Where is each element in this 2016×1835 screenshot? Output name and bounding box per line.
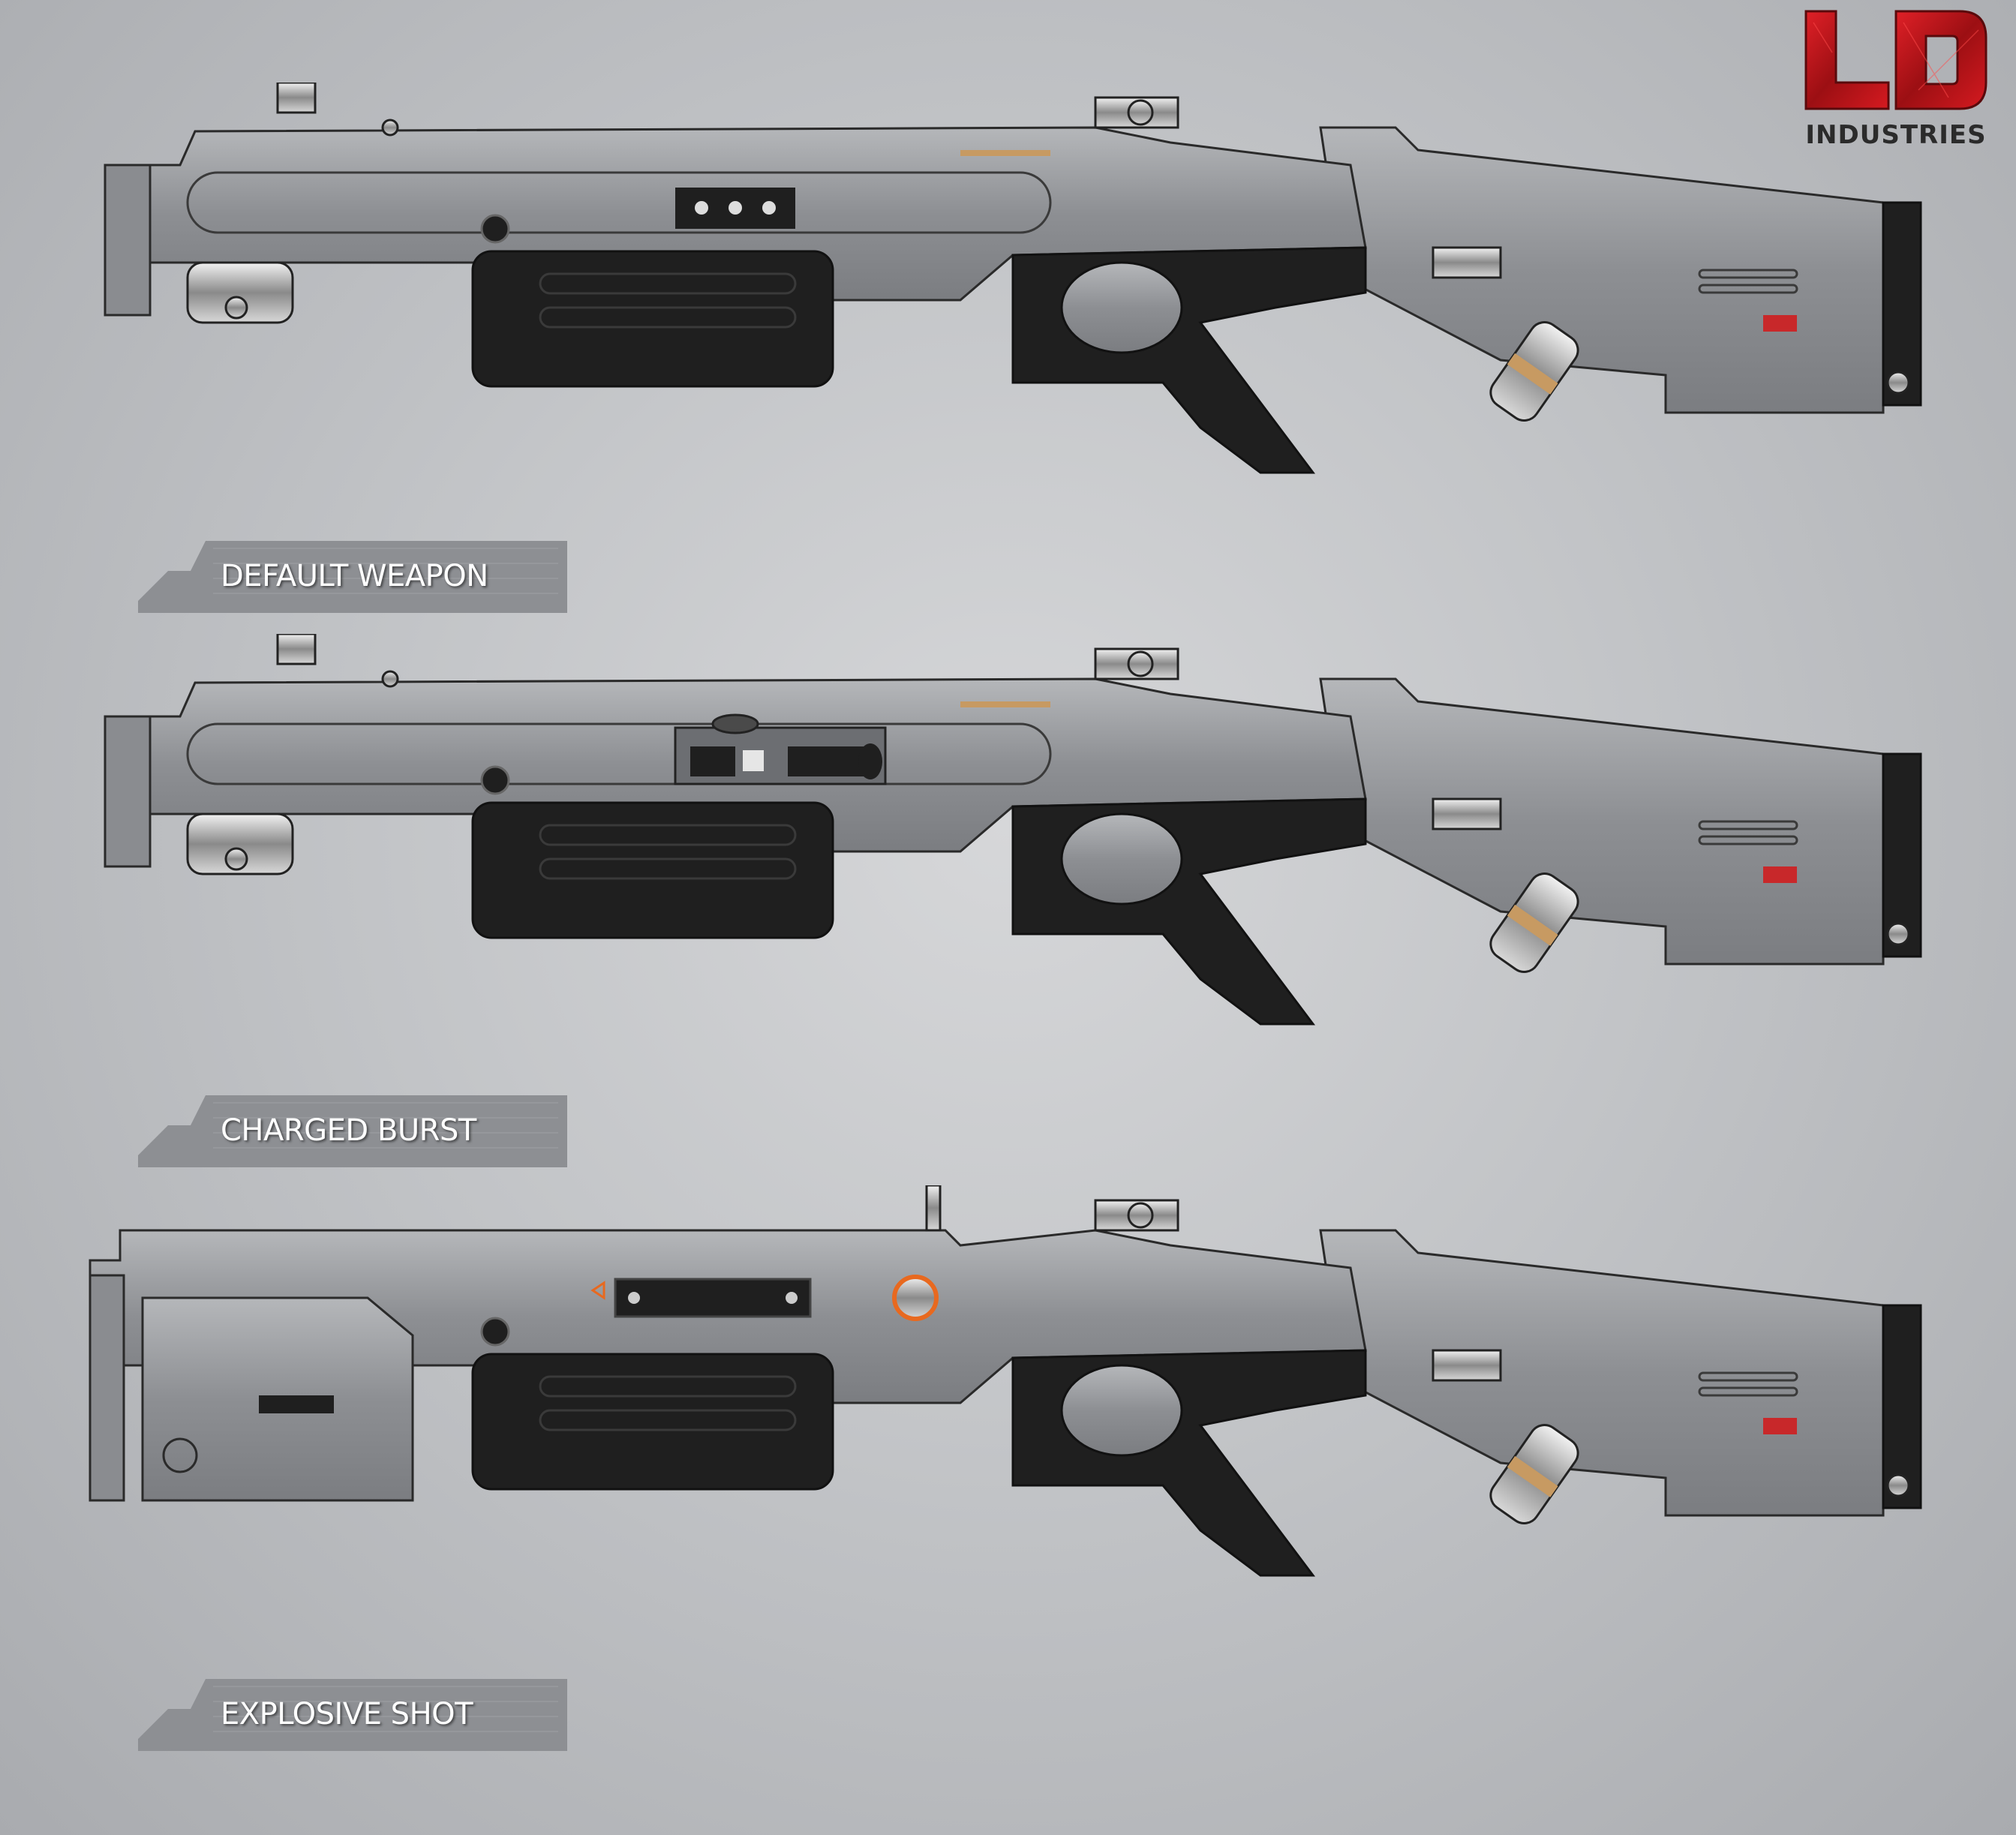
ld-logo-icon [1804, 10, 1987, 110]
weapon-default [75, 83, 1951, 563]
variant-label: EXPLOSIVE SHOT [221, 1697, 473, 1731]
tag-plate-icon [138, 541, 567, 613]
variant-label: CHARGED BURST [221, 1113, 476, 1148]
variant-tag-explosive: EXPLOSIVE SHOT [138, 1679, 567, 1751]
brand-logo: INDUSTRIES [1798, 8, 1993, 158]
default-weapon-illustration [104, 83, 1922, 474]
variant-tag-default: DEFAULT WEAPON [138, 541, 567, 613]
tag-plate-icon [138, 1095, 567, 1167]
weapon-explosive-shot [75, 1185, 1951, 1665]
explosive-shot-weapon-illustration [89, 1185, 1922, 1577]
variant-tag-charged: CHARGED BURST [138, 1095, 567, 1167]
tag-plate-icon [138, 1679, 567, 1751]
variant-label: DEFAULT WEAPON [221, 559, 488, 593]
brand-subtitle: INDUSTRIES [1805, 120, 1987, 150]
weapon-charged-burst [75, 634, 1951, 1114]
charged-burst-weapon-illustration [104, 634, 1922, 1026]
